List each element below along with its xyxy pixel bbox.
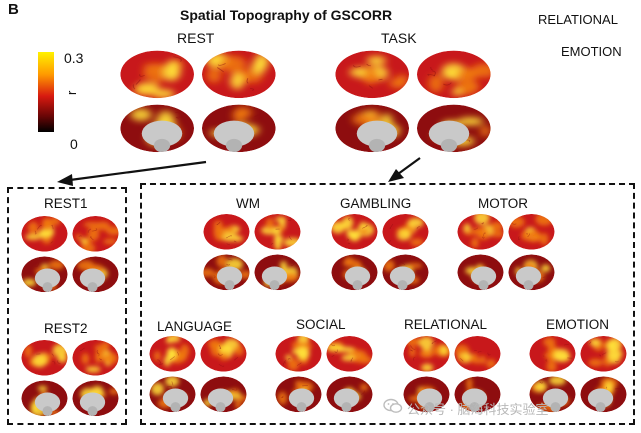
task-label-social: SOCIAL [296, 317, 346, 332]
brain-map-rest [118, 48, 278, 160]
corner-label-relational: RELATIONAL [538, 12, 618, 27]
brain-map-gambling [330, 212, 430, 296]
arrow-rest-to-runs [69, 160, 207, 182]
panel-letter: B [8, 1, 19, 18]
group-label-rest: REST [177, 30, 215, 46]
brain-map-wm [202, 212, 302, 296]
brain-map-task [333, 48, 493, 160]
task-label-wm: WM [236, 196, 260, 211]
brain-map-language [148, 334, 248, 418]
run-label-rest2: REST2 [44, 321, 88, 336]
task-label-emotion: EMOTION [546, 317, 609, 332]
colorbar-gradient [38, 52, 54, 132]
colorbar-min-label: 0 [70, 136, 78, 152]
figure-title: Spatial Topography of GSCORR [180, 7, 393, 23]
brain-map-relational [402, 334, 502, 418]
colorbar-max-label: 0.3 [64, 50, 84, 66]
task-label-gambling: GAMBLING [340, 196, 412, 211]
watermark-text: 公众号 · 脑海科技实验室 [407, 402, 549, 417]
arrow-rest-head [57, 174, 73, 186]
corner-label-emotion: EMOTION [561, 44, 622, 59]
tasks-box [140, 183, 635, 425]
wechat-icon [383, 398, 403, 413]
rest-runs-box [7, 187, 127, 425]
task-label-motor: MOTOR [478, 196, 528, 211]
brain-map-emotion [528, 334, 628, 418]
brain-map-rest1 [20, 214, 120, 298]
brain-map-rest2 [20, 338, 120, 422]
arrow-task-head [388, 169, 404, 182]
arrow-task-to-tasks [397, 157, 421, 175]
task-label-language: LANGUAGE [157, 319, 233, 334]
task-label-relational: RELATIONAL [404, 317, 488, 332]
brain-map-social [274, 334, 374, 418]
group-label-task: TASK [381, 30, 417, 46]
run-label-rest1: REST1 [44, 196, 88, 211]
colorbar [38, 52, 54, 132]
brain-map-motor [456, 212, 556, 296]
